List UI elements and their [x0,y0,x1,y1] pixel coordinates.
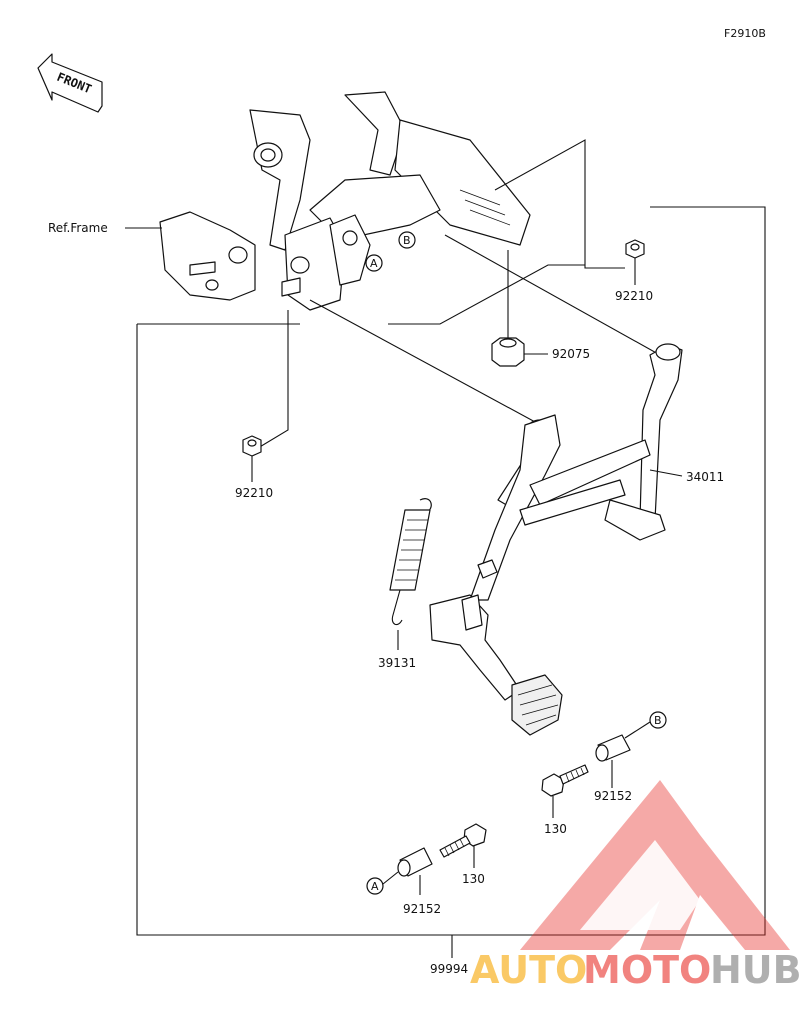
part-label-130-a: 130 [462,872,485,886]
part-label-34011: 34011 [686,470,724,484]
frame-reference [159,91,531,311]
watermark-logo: AUTO MOTO HUB [470,780,800,992]
ref-frame-label: Ref.Frame [48,221,108,235]
nut-92210-upper [625,239,645,285]
callout-a-frame: A [365,254,383,272]
svg-text:A: A [370,257,378,270]
part-label-92152-b: 92152 [594,789,632,803]
watermark-moto: MOTO [583,948,711,992]
svg-text:B: B [403,234,411,247]
watermark-hub: HUB [710,948,800,992]
part-label-92210-lower: 92210 [235,486,273,500]
part-label-92210-upper: 92210 [615,289,653,303]
spring-39131 [389,498,432,650]
bolt-130-a [439,823,487,868]
nut-92210-lower [242,435,262,482]
callout-b-frame: B [398,231,416,249]
svg-text:B: B [654,714,662,727]
part-label-92075: 92075 [552,347,590,361]
part-label-99994: 99994 [430,962,468,976]
callout-b-collar: B [649,711,667,729]
front-arrow-icon: FRONT [37,53,103,113]
figure-code: F2910B [724,27,766,40]
bolt-130-b [541,764,589,818]
main-stand-34011 [469,343,683,601]
part-label-39131: 39131 [378,656,416,670]
callout-a-collar: A [366,877,384,895]
kit-outline [136,206,766,936]
stopper-92075 [491,337,548,367]
part-label-130-b: 130 [544,822,567,836]
part-label-92152-a: 92152 [403,902,441,916]
svg-text:A: A [371,880,379,893]
watermark-auto: AUTO [470,948,587,992]
collar-92152-a [382,847,433,895]
collar-92152-b [595,721,651,788]
stand-pedal-arm [429,559,563,736]
